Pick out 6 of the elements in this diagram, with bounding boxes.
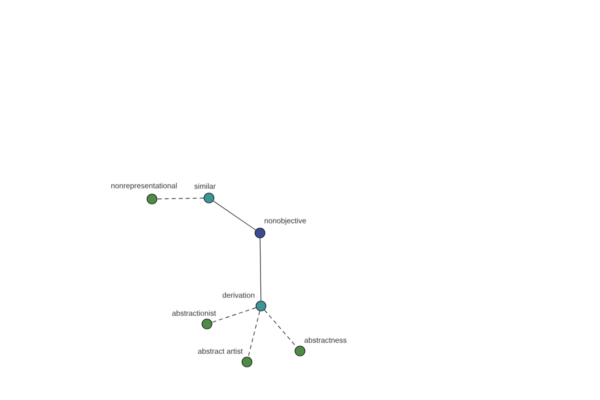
connector [260, 238, 262, 301]
connector [157, 198, 204, 200]
connector [212, 307, 256, 323]
connector [248, 310, 260, 358]
connector [264, 310, 297, 348]
connector [213, 200, 256, 230]
